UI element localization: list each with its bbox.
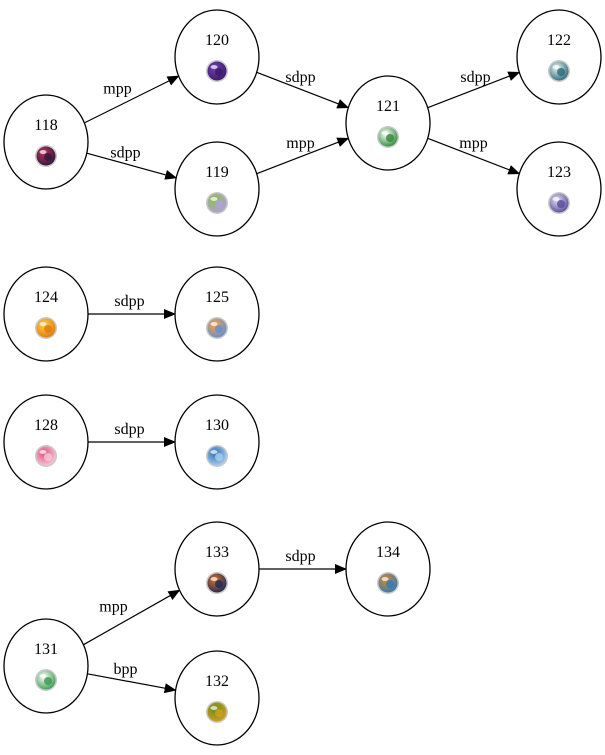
edge-arrow xyxy=(84,75,180,124)
node-ellipse xyxy=(345,75,431,171)
node-label: 122 xyxy=(547,32,571,49)
node-121[interactable]: 121 xyxy=(345,75,431,171)
edge-118-119: sdpp xyxy=(86,145,178,180)
blue-creature-icon xyxy=(206,317,228,339)
edge-128-130: sdpp xyxy=(88,421,176,447)
edge-120-121: sdpp xyxy=(256,69,350,109)
edge-label: sdpp xyxy=(110,145,140,162)
edge-133-134: sdpp xyxy=(259,548,347,574)
node-131[interactable]: 131 xyxy=(3,618,89,714)
node-label: 125 xyxy=(205,289,229,306)
node-134[interactable]: 134 xyxy=(345,521,431,617)
edge-label: mpp xyxy=(286,135,314,152)
edge-label: mpp xyxy=(99,599,127,616)
purple-door-icon xyxy=(548,192,570,214)
node-label: 121 xyxy=(376,98,400,115)
node-label: 131 xyxy=(34,641,58,658)
edge-label: mpp xyxy=(459,135,487,152)
edge-label: sdpp xyxy=(114,421,144,438)
node-ellipse xyxy=(3,94,89,190)
pink-bunny-icon xyxy=(35,445,57,467)
teal-spiral-icon xyxy=(548,60,570,82)
node-ellipse xyxy=(174,650,260,746)
node-ellipse xyxy=(174,266,260,362)
node-label: 133 xyxy=(205,544,229,561)
edge-label: bpp xyxy=(114,661,138,678)
node-ellipse xyxy=(174,521,260,617)
node-ellipse xyxy=(3,266,89,362)
edge-124-125: sdpp xyxy=(88,293,176,319)
green-white-sheep-icon xyxy=(377,126,399,148)
edge-label: sdpp xyxy=(285,548,315,565)
node-122[interactable]: 122 xyxy=(516,9,602,105)
node-ellipse xyxy=(516,9,602,105)
node-118[interactable]: 118 xyxy=(3,94,89,190)
node-ellipse xyxy=(174,141,260,237)
node-119[interactable]: 119 xyxy=(174,141,260,237)
edge-label: mpp xyxy=(103,81,131,98)
node-132[interactable]: 132 xyxy=(174,650,260,746)
node-label: 130 xyxy=(205,417,229,434)
nodes-layer: 118 120 119 121 122 123 124 125 128 130 131 133 134 1… xyxy=(3,9,602,746)
edge-arrow xyxy=(87,673,177,694)
node-120[interactable]: 120 xyxy=(174,9,260,105)
edge-arrow xyxy=(83,589,181,646)
edge-119-121: mpp xyxy=(256,135,350,175)
node-125[interactable]: 125 xyxy=(174,266,260,362)
node-ellipse xyxy=(174,394,260,490)
edge-label: sdpp xyxy=(114,293,144,310)
edge-arrow xyxy=(256,71,350,109)
node-label: 132 xyxy=(205,673,229,690)
node-label: 128 xyxy=(34,417,58,434)
node-label: 120 xyxy=(205,32,229,49)
edge-label: sdpp xyxy=(285,69,315,86)
edge-121-122: sdpp xyxy=(427,69,521,109)
edge-131-133: mpp xyxy=(83,589,181,646)
edge-arrow xyxy=(86,152,178,180)
node-133[interactable]: 133 xyxy=(174,521,260,617)
node-ellipse xyxy=(345,521,431,617)
edges-layer: mpp sdpp sdpp mpp sdpp mpp sdpp sdpp mpp bpp sdpp xyxy=(83,69,521,694)
green-white-flower-icon xyxy=(35,669,57,691)
node-label: 124 xyxy=(34,289,58,306)
node-label: 123 xyxy=(547,164,571,181)
orange-sun-icon xyxy=(35,317,57,339)
node-ellipse xyxy=(174,9,260,105)
node-label: 134 xyxy=(376,544,400,561)
node-124[interactable]: 124 xyxy=(3,266,89,362)
dark-purple-creature-icon xyxy=(206,60,228,82)
node-label: 118 xyxy=(34,117,57,134)
node-label: 119 xyxy=(205,164,228,181)
edge-arrow xyxy=(427,137,521,175)
edge-118-120: mpp xyxy=(84,75,180,124)
node-130[interactable]: 130 xyxy=(174,394,260,490)
dark-blue-orange-icon xyxy=(206,572,228,594)
blue-orange-character-icon xyxy=(377,572,399,594)
purple-red-swirl-icon xyxy=(35,145,57,167)
edge-label: sdpp xyxy=(460,69,490,86)
node-ellipse xyxy=(3,618,89,714)
yellow-dragon-icon xyxy=(206,701,228,723)
node-ellipse xyxy=(3,394,89,490)
green-yellow-plant-icon xyxy=(206,192,228,214)
edge-arrow xyxy=(256,137,350,175)
light-blue-fountain-icon xyxy=(206,445,228,467)
node-ellipse xyxy=(516,141,602,237)
edge-131-132: bpp xyxy=(87,661,177,694)
edge-arrow xyxy=(427,71,521,109)
node-123[interactable]: 123 xyxy=(516,141,602,237)
edge-121-123: mpp xyxy=(427,135,521,175)
node-128[interactable]: 128 xyxy=(3,394,89,490)
